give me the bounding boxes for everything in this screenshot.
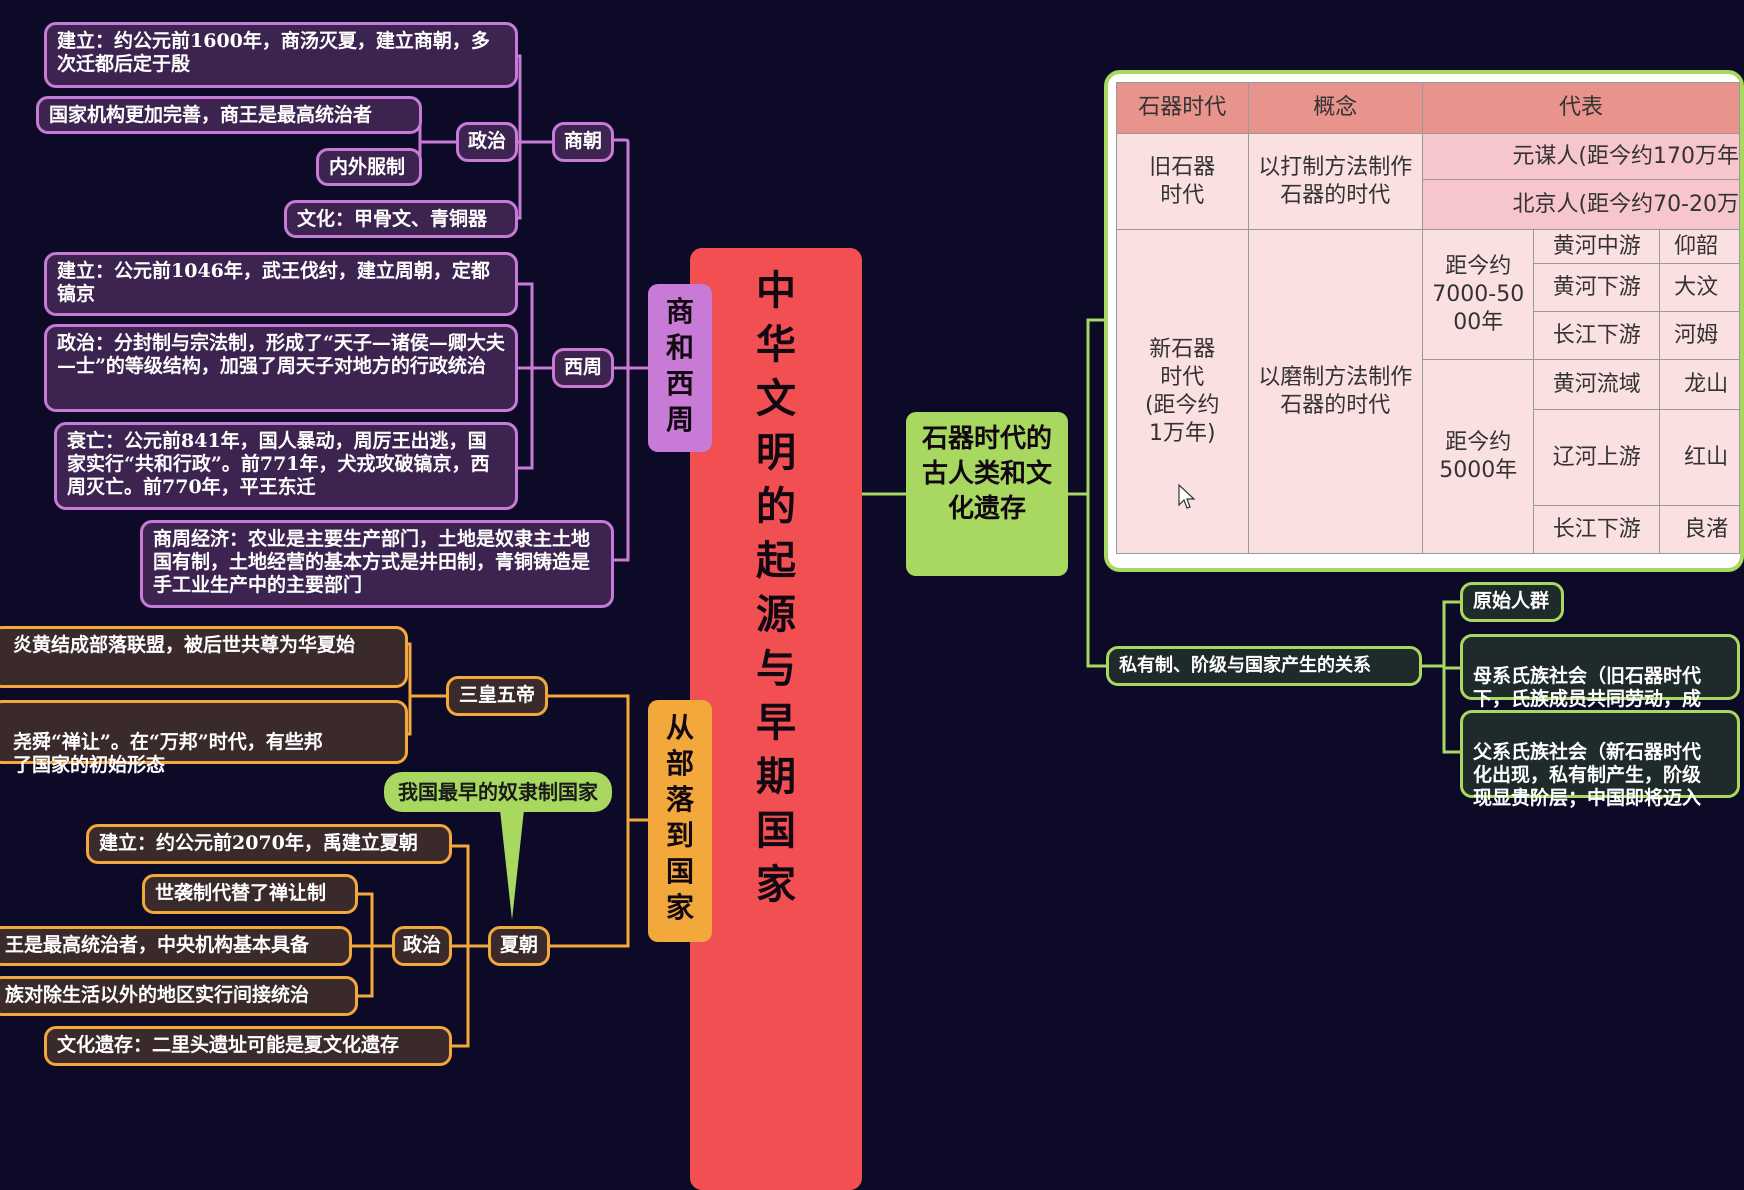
central-topic[interactable]: 中 华 文 明 的 起 源 与 早 期 国 家: [690, 248, 862, 1190]
node-shang-culture[interactable]: 文化：甲骨文、青铜器: [284, 200, 518, 238]
table-neo-culture-3: 河姆: [1659, 311, 1740, 360]
node-sanhuang-1[interactable]: 炎黄结成部落联盟，被后世共尊为华夏始: [0, 626, 408, 688]
branch-buluo-guojia-label: 从 部 落 到 国 家: [665, 711, 694, 924]
branch-buluo-guojia[interactable]: 从 部 落 到 国 家: [648, 700, 712, 942]
branch-stone-age-label: 石器时代的古人类和文化遗存: [921, 424, 1052, 524]
table-paleo-rep-2: 北京人(距今约70-20万: [1422, 179, 1740, 230]
table-neo-culture-6: 良渚: [1659, 505, 1740, 554]
node-xizhou[interactable]: 西周: [552, 348, 614, 388]
table-neo-region-2: 黄河下游: [1533, 263, 1661, 312]
central-topic-text: 中 华 文 明 的 起 源 与 早 期 国 家: [756, 267, 796, 908]
mouse-cursor-icon: [1178, 483, 1196, 509]
stone-age-table: 石器时代 概念 代表 旧石器 时代 以打制方法制作石器的时代 元谋人(距今约17…: [1116, 82, 1740, 554]
table-neo-culture-2: 大汶: [1659, 263, 1740, 312]
table-header-era: 石器时代: [1116, 82, 1249, 134]
node-shangzhou-economy[interactable]: 商周经济：农业是主要生产部门，土地是奴隶主土地国有制，土地经营的基本方式是井田制…: [140, 520, 614, 608]
node-xizhou-politics[interactable]: 政治：分封制与宗法制，形成了“天子—诸侯—卿大夫—士”的等级结构，加强了周天子对…: [44, 324, 518, 412]
node-xizhou-establish[interactable]: 建立：公元前1046年，武王伐纣，建立周朝，定都镐京: [44, 252, 518, 316]
table-neo-region-4: 黄河流域: [1533, 359, 1661, 410]
branch-stone-age[interactable]: 石器时代的古人类和文化遗存: [906, 412, 1068, 576]
node-xia-culture[interactable]: 文化遗存：二里头遗址可能是夏文化遗存: [44, 1026, 452, 1066]
node-sanhuang[interactable]: 三皇五帝: [446, 676, 548, 716]
node-xia[interactable]: 夏朝: [488, 926, 550, 966]
table-paleo-rep-1: 元谋人(距今约170万年: [1422, 133, 1740, 180]
table-neo-culture-1: 仰韶: [1659, 229, 1740, 264]
node-relation-3[interactable]: 父系氏族社会（新石器时代 化出现，私有制产生，阶级 现显贵阶层；中国即将迈入: [1460, 710, 1740, 809]
table-neo-region-3: 长江下游: [1533, 311, 1661, 360]
node-relation[interactable]: 私有制、阶级与国家产生的关系: [1106, 646, 1422, 686]
node-shang-establish[interactable]: 建立：约公元前1600年，商汤灭夏，建立商朝，多次迁都后定于殷: [44, 22, 518, 88]
table-header-concept: 概念: [1247, 82, 1423, 134]
table-neo-culture-4: 龙山: [1659, 359, 1740, 410]
node-relation-1[interactable]: 原始人群: [1460, 582, 1564, 622]
table-header-representative: 代表: [1422, 82, 1740, 134]
table-neo-concept: 以磨制方法制作石器的时代: [1247, 229, 1423, 554]
branch-shang-xizhou-label: 商 和 西 周: [665, 295, 694, 436]
branch-shang-xizhou[interactable]: 商 和 西 周: [648, 284, 712, 452]
node-xia-establish[interactable]: 建立：约公元前2070年，禹建立夏朝: [86, 824, 452, 864]
node-shang-politics-2[interactable]: 内外服制: [316, 148, 422, 186]
node-relation-2[interactable]: 母系氏族社会（旧石器时代 下，氏族成员共同劳动，成: [1460, 634, 1740, 710]
table-neo-region-5: 辽河上游: [1533, 409, 1661, 506]
node-sanhuang-2[interactable]: 尧舜“禅让”。在“万邦”时代，有些邦 了国家的初始形态: [0, 700, 408, 776]
node-xizhou-decline[interactable]: 衰亡：公元前841年，国人暴动，周厉王出逃，国家实行“共和行政”。前771年，犬…: [54, 422, 518, 510]
table-neo-region-1: 黄河中游: [1533, 229, 1661, 264]
table-neo-time-2: 距今约 5000年: [1421, 359, 1535, 554]
node-shang-politics-1[interactable]: 国家机构更加完善，商王是最高统治者: [36, 96, 422, 134]
table-neo-culture-5: 红山: [1659, 409, 1740, 506]
table-neo-time-1: 距今约 7000-50 00年: [1421, 229, 1535, 360]
node-shang-politics[interactable]: 政治: [456, 122, 518, 162]
stone-age-table-frame: 石器时代 概念 代表 旧石器 时代 以打制方法制作石器的时代 元谋人(距今约17…: [1104, 70, 1744, 572]
table-paleo-concept: 以打制方法制作石器的时代: [1247, 133, 1423, 230]
node-shang[interactable]: 商朝: [552, 122, 614, 162]
node-xia-politics[interactable]: 政治: [392, 926, 452, 966]
xia-callout-pointer: [500, 810, 524, 920]
xia-callout: 我国最早的奴隶制国家: [384, 772, 612, 812]
node-xia-politics-3[interactable]: 族对除生活以外的地区实行间接统治: [0, 976, 358, 1016]
table-neo-region-6: 长江下游: [1533, 505, 1661, 554]
table-paleo-era: 旧石器 时代: [1116, 133, 1249, 230]
node-xia-politics-1[interactable]: 世袭制代替了禅让制: [142, 874, 358, 914]
node-xia-politics-2[interactable]: 王是最高统治者，中央机构基本具备: [0, 926, 352, 966]
